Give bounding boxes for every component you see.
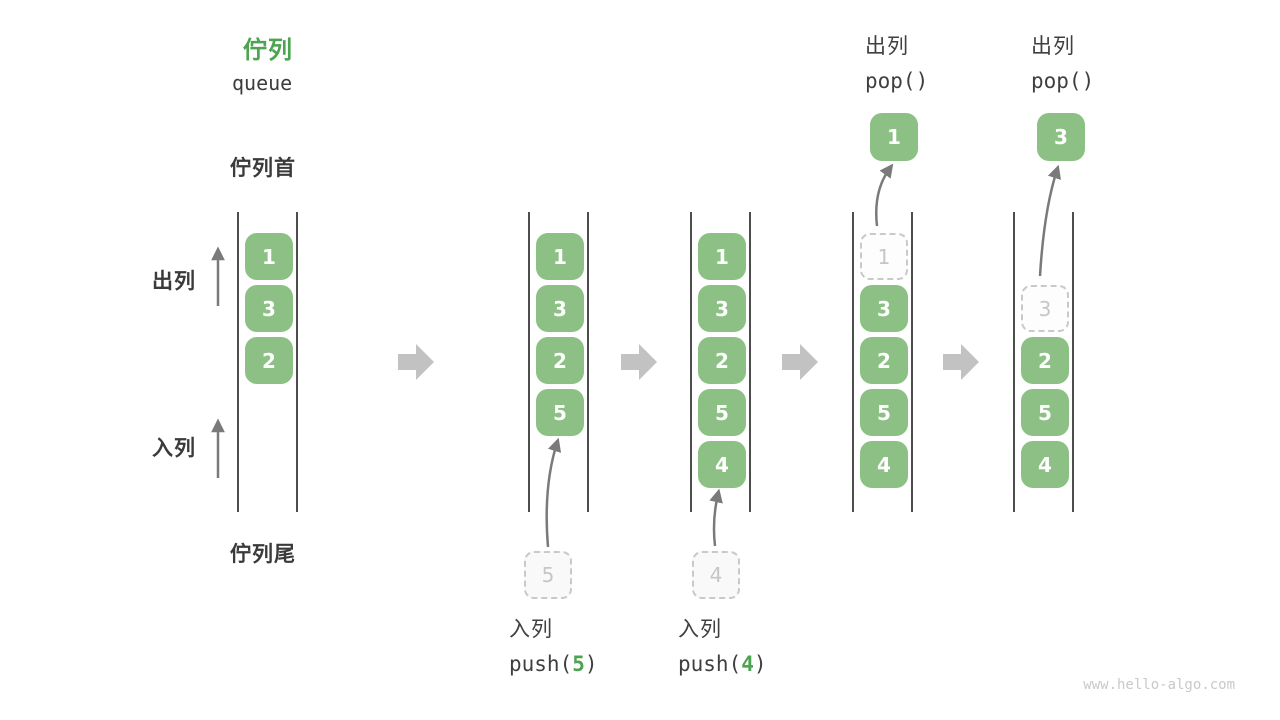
queue-cell: 1 xyxy=(245,233,293,280)
cell-value: 1 xyxy=(262,244,276,269)
cell-value: 1 xyxy=(715,244,729,269)
queue-cell: 2 xyxy=(245,337,293,384)
push4-zh-label: 入列 xyxy=(678,618,722,641)
queue-cell: 3 xyxy=(245,285,293,332)
step-arrow-icon xyxy=(621,344,657,380)
push5-code-label: push(5) xyxy=(509,647,598,681)
cell-value: 3 xyxy=(877,296,891,321)
cell-value: 5 xyxy=(541,563,555,587)
queue-cell: 2 xyxy=(536,337,584,384)
step-arrow-icon xyxy=(398,344,434,380)
enqueue-side-label: 入列 xyxy=(152,437,196,460)
queue-cell-removed: 3 xyxy=(1021,285,1069,332)
queue-cell: 5 xyxy=(1021,389,1069,436)
pop2-zh-label: 出列 xyxy=(1031,35,1075,58)
queue-rails-state4: 1 3 2 5 4 xyxy=(852,212,913,512)
queue-cell: 3 xyxy=(860,285,908,332)
queue-cell: 3 xyxy=(698,285,746,332)
push5-operation-label: 入列 push(5) xyxy=(509,613,598,681)
watermark: www.hello-algo.com xyxy=(1083,677,1235,693)
push4-operation-label: 入列 push(4) xyxy=(678,613,767,681)
cell-value: 4 xyxy=(709,563,723,587)
diagram-title-zh: 佇列 xyxy=(243,37,293,64)
queue-cell-removed: 1 xyxy=(860,233,908,280)
queue-cell: 1 xyxy=(698,233,746,280)
cell-value: 2 xyxy=(715,348,729,373)
queue-cell: 4 xyxy=(698,441,746,488)
popped-cell-1: 1 xyxy=(870,113,918,161)
code-fn: push( xyxy=(509,652,573,676)
pending-enqueue-cell-5: 5 xyxy=(524,551,572,599)
cell-value: 3 xyxy=(1038,296,1052,321)
queue-rails-state1: 1 3 2 xyxy=(237,212,298,512)
cell-value: 5 xyxy=(553,400,567,425)
cell-value: 1 xyxy=(877,244,891,269)
cell-value: 5 xyxy=(1038,400,1052,425)
queue-front-label: 佇列首 xyxy=(230,157,296,180)
queue-cell: 2 xyxy=(1021,337,1069,384)
popped-cell-3: 3 xyxy=(1037,113,1085,161)
step-arrow-icon xyxy=(943,344,979,380)
queue-cell: 2 xyxy=(698,337,746,384)
cell-value: 5 xyxy=(877,400,891,425)
cell-value: 5 xyxy=(715,400,729,425)
queue-cell: 5 xyxy=(698,389,746,436)
cell-value: 4 xyxy=(1038,452,1052,477)
code-close: ) xyxy=(584,652,598,676)
queue-rails-state2: 1 3 2 5 xyxy=(528,212,589,512)
diagram-title-en: queue xyxy=(232,71,293,95)
cell-value: 3 xyxy=(715,296,729,321)
code-fn: push( xyxy=(678,652,742,676)
queue-cell: 2 xyxy=(860,337,908,384)
queue-rails-state5: 3 2 5 4 xyxy=(1013,212,1074,512)
queue-cell: 4 xyxy=(1021,441,1069,488)
cell-value: 1 xyxy=(887,125,901,149)
cell-value: 2 xyxy=(553,348,567,373)
queue-cell: 5 xyxy=(860,389,908,436)
cell-value: 4 xyxy=(877,452,891,477)
cell-value: 4 xyxy=(715,452,729,477)
pop1-operation-label: 出列 pop() xyxy=(865,30,928,98)
queue-rails-state3: 1 3 2 5 4 xyxy=(690,212,751,512)
push4-code-label: push(4) xyxy=(678,647,767,681)
push5-zh-label: 入列 xyxy=(509,618,553,641)
cell-value: 3 xyxy=(262,296,276,321)
pending-enqueue-cell-4: 4 xyxy=(692,551,740,599)
queue-cell: 5 xyxy=(536,389,584,436)
pop2-code-label: pop() xyxy=(1031,69,1095,93)
queue-cell: 3 xyxy=(536,285,584,332)
code-arg: 5 xyxy=(572,652,585,676)
cell-value: 2 xyxy=(262,348,276,373)
dequeue-side-label: 出列 xyxy=(152,270,196,293)
queue-cell: 1 xyxy=(536,233,584,280)
code-close: ) xyxy=(753,652,767,676)
queue-cell: 4 xyxy=(860,441,908,488)
pop2-operation-label: 出列 pop() xyxy=(1031,30,1094,98)
step-arrow-icon xyxy=(782,344,818,380)
cell-value: 1 xyxy=(553,244,567,269)
code-arg: 4 xyxy=(741,652,754,676)
cell-value: 3 xyxy=(553,296,567,321)
cell-value: 2 xyxy=(877,348,891,373)
pop1-code-label: pop() xyxy=(865,69,929,93)
cell-value: 2 xyxy=(1038,348,1052,373)
pop1-zh-label: 出列 xyxy=(865,35,909,58)
cell-value: 3 xyxy=(1054,125,1068,149)
queue-rear-label: 佇列尾 xyxy=(230,543,296,566)
